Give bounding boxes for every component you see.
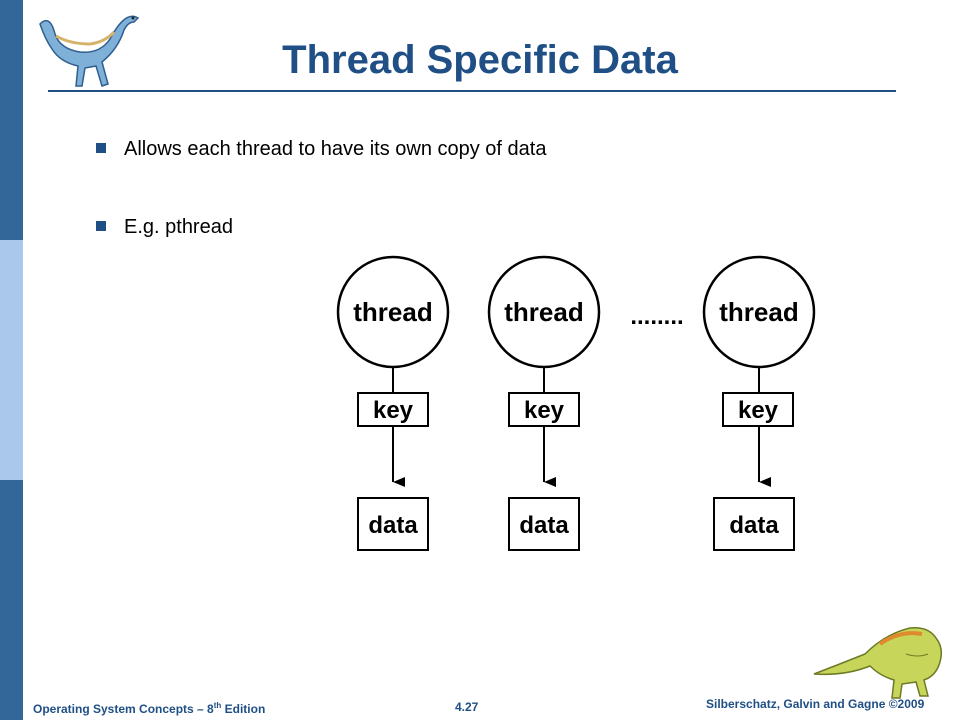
bullet-text: E.g. pthread (124, 216, 233, 238)
key-label: key (738, 397, 779, 424)
key-label: key (524, 397, 565, 424)
key-box (722, 392, 794, 427)
slide-title: Thread Specific Data (282, 38, 678, 82)
data-box (508, 497, 580, 551)
footer-book-title-text: Operating System Concepts – 8 (33, 702, 214, 716)
thread-label: thread (504, 297, 583, 327)
footer-edition-sup: th (213, 701, 222, 710)
bullet-item: E.g. pthread (96, 215, 233, 239)
left-sidebar-highlight (0, 240, 23, 480)
dinosaur-logo-bottom (813, 626, 943, 699)
thread-label: thread (353, 297, 432, 327)
footer-page-number: 4.27 (455, 700, 479, 714)
data-label: data (519, 512, 569, 539)
square-bullet-icon (96, 221, 106, 231)
key-box (508, 392, 580, 427)
data-box (713, 497, 795, 551)
square-bullet-icon (96, 143, 106, 153)
bullet-text: Allows each thread to have its own copy … (124, 138, 547, 160)
footer-authors: Silberschatz, Galvin and Gagne ©2009 (706, 697, 925, 711)
data-box (357, 497, 429, 551)
title-divider (48, 90, 896, 92)
ellipsis-separator: ........ (630, 303, 683, 330)
bullet-item: Allows each thread to have its own copy … (96, 137, 546, 161)
thread-column-3: thread key data (702, 255, 816, 551)
thread-column-2: thread key data (487, 255, 601, 551)
data-label: data (368, 512, 418, 539)
dinosaur-logo-top (39, 15, 140, 87)
thread-key-data-diagram: thread key data thread key data ........… (336, 255, 816, 551)
thread-label: thread (719, 297, 798, 327)
thread-column-1: thread key data (336, 255, 450, 551)
key-label: key (373, 397, 414, 424)
data-label: data (729, 512, 779, 539)
footer-edition-text: Edition (221, 702, 266, 716)
footer-book-title: Operating System Concepts – 8th Edition (33, 701, 265, 716)
